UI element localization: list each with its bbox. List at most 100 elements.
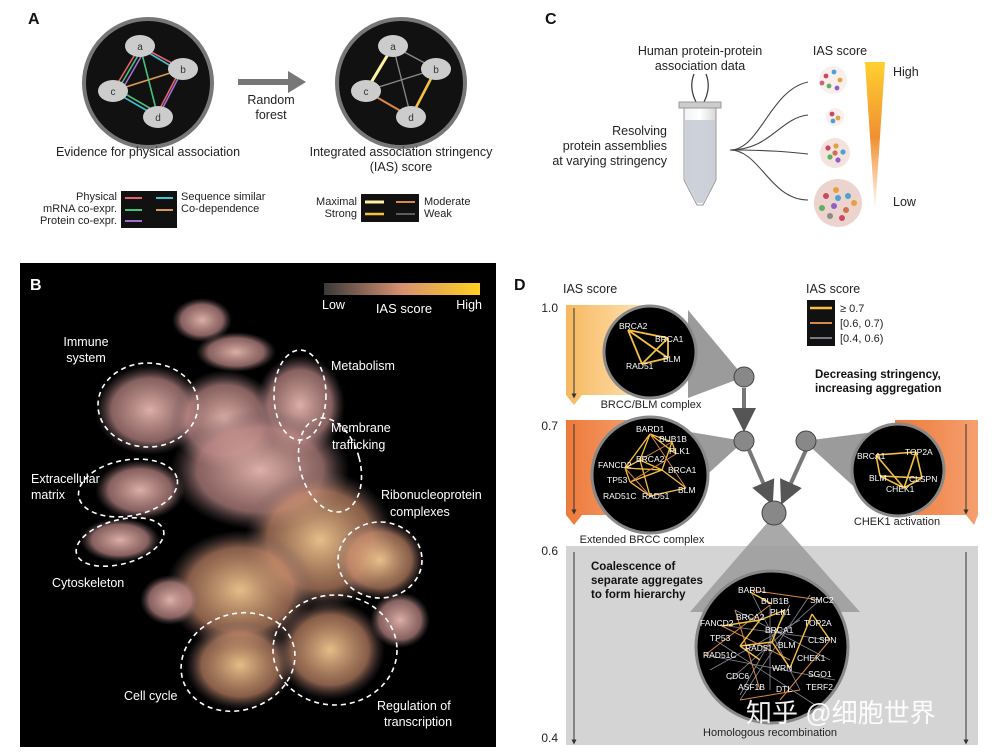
gene-brca2: BRCA2 <box>619 321 648 331</box>
panel-a-label: A <box>28 11 40 28</box>
region-extracellular-2: matrix <box>31 488 66 502</box>
panel-d-legend: ≥ 0.7 [0.6, 0.7) [0.4, 0.6) <box>807 300 883 346</box>
resolve-text-3: at varying stringency <box>552 154 667 168</box>
legend-codependence: Co-dependence <box>181 203 259 215</box>
gene-blm-ext: BLM <box>678 485 695 495</box>
node-c <box>98 80 128 102</box>
gene-blm: BLM <box>663 354 680 364</box>
ias-node-c <box>351 80 381 102</box>
region-metabolism: Metabolism <box>331 359 395 373</box>
note-2: increasing aggregation <box>815 383 942 395</box>
legend-title: IAS score <box>806 282 860 296</box>
scale-low: Low <box>322 298 346 312</box>
gene-rad51-ext: RAD51 <box>642 491 670 501</box>
tick-0-6: 0.6 <box>541 544 558 558</box>
gene-tp53: TP53 <box>607 475 628 485</box>
gene-plk1: PLK1 <box>669 446 690 456</box>
gene-hr-cdc6: CDC6 <box>726 671 749 681</box>
region-immune-2: system <box>66 351 106 365</box>
ias-node-d-label: d <box>408 113 414 124</box>
node-a-label: a <box>137 42 143 53</box>
legend-protein: Protein co-expr. <box>40 215 117 227</box>
region-cell-cycle: Cell cycle <box>124 689 178 703</box>
coalescence-2: separate aggregates <box>591 575 703 587</box>
tick-0-4: 0.4 <box>541 731 558 745</box>
node-a <box>125 35 155 57</box>
evidence-legend: Physical mRNA co-expr. Protein co-expr. … <box>40 191 266 228</box>
tick-1-0: 1.0 <box>541 301 558 315</box>
ias-node-a <box>378 35 408 57</box>
random-forest-arrow: Random forest <box>238 71 306 122</box>
gene-hr-bard1: BARD1 <box>738 585 767 595</box>
evidence-network: a b c d <box>82 17 214 149</box>
region-outlines <box>75 349 423 713</box>
scale-high: High <box>456 298 482 312</box>
gene-clspn: CLSPN <box>909 474 937 484</box>
hierarchy-tree <box>732 366 817 526</box>
score-low: Low <box>893 195 917 209</box>
ias-node-d <box>396 106 426 128</box>
legend-maximal: Maximal <box>316 196 357 208</box>
region-transcription-1: Regulation of <box>377 699 451 713</box>
gene-hr-dtl: DTL <box>776 684 792 694</box>
node-extended <box>733 430 755 452</box>
gene-bub1b: BUB1B <box>659 434 687 444</box>
legend-physical: Physical <box>76 191 117 203</box>
legend-weak: Weak <box>424 208 452 220</box>
ias-node-a-label: a <box>390 42 396 53</box>
gene-blm-chek: BLM <box>869 473 886 483</box>
node-d <box>143 106 173 128</box>
arrow-label-2: forest <box>255 108 287 122</box>
region-transcription-2: transcription <box>384 715 452 729</box>
gene-hr-bub1b: BUB1B <box>761 596 789 606</box>
region-extracellular-1: Extracellular <box>31 472 100 486</box>
ias-caption-1: Integrated association stringency <box>310 145 493 159</box>
axis-title: IAS score <box>563 282 617 296</box>
input-text-1: Human protein-protein <box>638 44 762 58</box>
gene-hr-wrn: WRN <box>772 663 792 673</box>
assembly-clusters <box>814 66 862 227</box>
ias-scale-bar <box>324 283 480 295</box>
legend-moderate: Moderate <box>424 196 470 208</box>
gene-hr-rad51c: RAD51C <box>703 650 737 660</box>
ias-network-circle <box>335 17 467 149</box>
gene-top2a: TOP2A <box>905 447 933 457</box>
gene-bard1: BARD1 <box>636 424 665 434</box>
ext-caption: Extended BRCC complex <box>580 534 705 546</box>
gene-brca2-ext: BRCA2 <box>636 454 665 464</box>
ias-node-c-label: c <box>364 87 369 98</box>
arrow-label-1: Random <box>247 93 294 107</box>
resolve-text-2: protein assemblies <box>563 139 667 153</box>
gene-brca1-chek: BRCA1 <box>857 451 886 461</box>
gene-hr-smc2: SMC2 <box>810 595 834 605</box>
gene-hr-asf1b: ASF1B <box>738 682 765 692</box>
node-b <box>168 58 198 80</box>
chek1-activation-circle: BRCA1 TOP2A BLM CLSPN CHEK1 <box>850 422 946 518</box>
gene-brca1-ext: BRCA1 <box>668 465 697 475</box>
gene-hr-chek1: CHEK1 <box>797 653 826 663</box>
panel-c: C Human protein-protein association data… <box>545 11 919 227</box>
centrifuge-tube <box>678 101 722 206</box>
node-b-label: b <box>180 65 186 76</box>
gene-hr-blm: BLM <box>778 640 795 650</box>
node-d-label: d <box>155 113 161 124</box>
protein-network-map <box>80 298 430 710</box>
brcc-complex-circle: BRCA2 BRCA1 BLM RAD51 <box>602 304 698 400</box>
extended-brcc-circle: BARD1 BUB1B PLK1 FANCD2 BRCA2 BRCA1 TP53… <box>590 415 710 535</box>
gene-hr-tp53: TP53 <box>710 633 731 643</box>
region-ribonucleoprotein-1: Ribonucleoprotein <box>381 488 482 502</box>
gene-rad51c: RAD51C <box>603 491 637 501</box>
region-cytoskeleton: Cytoskeleton <box>52 576 124 590</box>
panel-d: D IAS score IAS score 1.0 0.7 0.6 0.4 ≥ … <box>514 277 978 745</box>
panel-d-label: D <box>514 277 526 294</box>
input-text-2: association data <box>655 59 745 73</box>
gene-chek1: CHEK1 <box>886 484 915 494</box>
evidence-network-circle <box>82 17 214 149</box>
panel-a: A a b c d <box>28 11 493 228</box>
panel-b: B Low IAS score High <box>20 263 496 747</box>
watermark: 知乎 @细胞世界 <box>746 698 936 728</box>
legend-06-07: [0.6, 0.7) <box>840 318 883 330</box>
coalescence-1: Coalescence of <box>591 561 676 573</box>
gene-hr-sgo1: SGO1 <box>808 669 832 679</box>
